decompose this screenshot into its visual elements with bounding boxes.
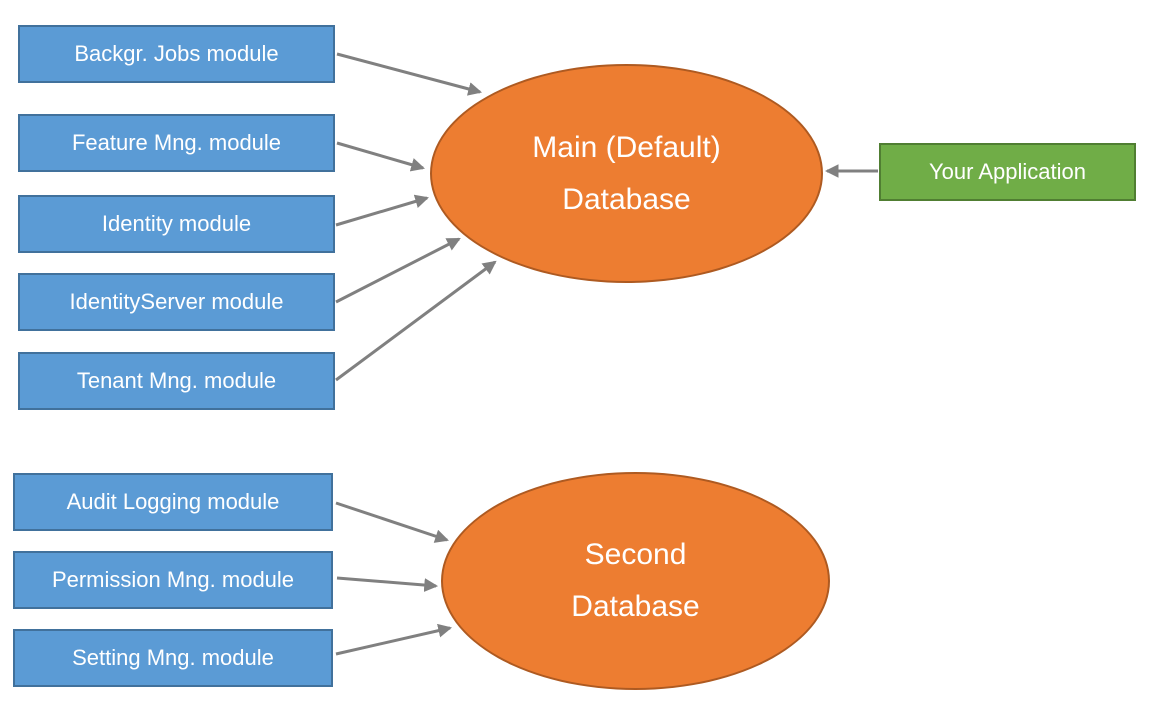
- module-box-feature-mng: Feature Mng. module: [18, 114, 335, 172]
- your-application-box: Your Application: [879, 143, 1136, 201]
- module-label: Tenant Mng. module: [76, 368, 277, 393]
- module-box-backgr-jobs: Backgr. Jobs module: [18, 25, 335, 83]
- module-label: Identity module: [101, 211, 252, 236]
- database-label-line1: Main (Default): [532, 130, 721, 164]
- arrow-audit-logging-to-second-db: [335, 501, 449, 543]
- module-label: Backgr. Jobs module: [74, 41, 279, 66]
- module-label: IdentityServer module: [69, 289, 284, 314]
- application-label: Your Application: [929, 159, 1086, 184]
- database-label-line2: Database: [562, 182, 691, 216]
- arrow-backgr-jobs-to-main-db: [336, 52, 483, 96]
- module-label: Setting Mng. module: [72, 645, 274, 670]
- arrow-setting-mng-to-second-db: [335, 623, 453, 656]
- second-database-ellipse: Second Database: [441, 472, 830, 690]
- module-box-permission-mng: Permission Mng. module: [13, 551, 333, 609]
- database-label-line2: Database: [571, 590, 700, 623]
- module-label: Audit Logging module: [66, 489, 280, 514]
- arrow-identity-to-main-db: [335, 194, 429, 227]
- module-box-setting-mng: Setting Mng. module: [13, 629, 333, 687]
- arrow-identityserver-to-main-db: [335, 237, 461, 304]
- arrow-tenant-mng-to-main-db: [335, 260, 497, 382]
- arrow-permission-mng-to-second-db: [336, 576, 439, 592]
- module-box-tenant-mng: Tenant Mng. module: [18, 352, 335, 410]
- module-box-audit-logging: Audit Logging module: [13, 473, 333, 531]
- main-database-ellipse: Main (Default) Database: [430, 64, 823, 283]
- module-label: Feature Mng. module: [71, 130, 282, 155]
- database-label-line1: Second: [584, 538, 687, 572]
- module-box-identity: Identity module: [18, 195, 335, 253]
- arrow-feature-mng-to-main-db: [336, 141, 425, 172]
- module-box-identityserver: IdentityServer module: [18, 273, 335, 331]
- module-label: Permission Mng. module: [51, 567, 295, 592]
